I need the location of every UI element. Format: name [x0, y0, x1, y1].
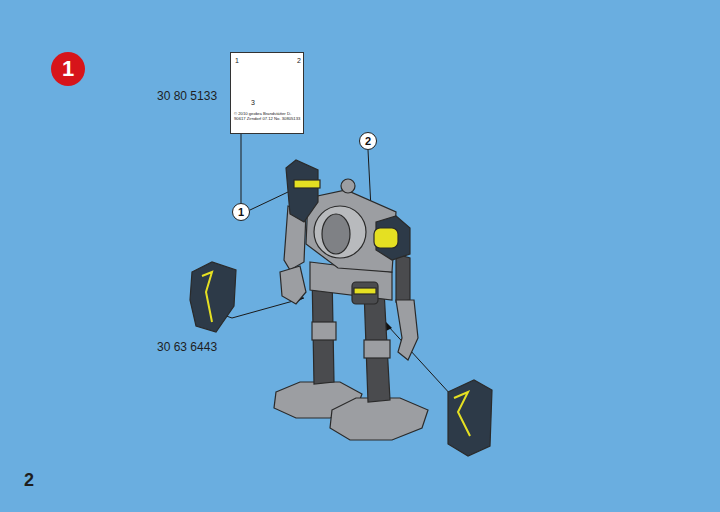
- callout-number: 2: [359, 132, 377, 150]
- sticker-number: 1: [235, 57, 239, 65]
- leader-line: [241, 134, 242, 203]
- part-number: 30 63 6443: [157, 340, 217, 354]
- fine-print: © 2010 geobra Brandstätter D-90617 Zirnd…: [234, 112, 302, 122]
- leader-lines: [215, 150, 470, 396]
- part-number: 30 80 5133: [157, 89, 217, 103]
- number-text: 1: [62, 58, 74, 80]
- sticker-sheet: 1 2 3 © 2010 geobra Brandstätter D-90617 Zi…: [230, 52, 304, 134]
- step-number: 1: [51, 52, 85, 86]
- sticker-number: 2: [297, 57, 301, 65]
- robot: [190, 160, 492, 456]
- number-text: 2: [365, 136, 371, 147]
- page-number: 2: [24, 470, 34, 491]
- sticker-number: 3: [251, 99, 255, 107]
- number-text: 1: [238, 207, 244, 218]
- callout-number: 1: [232, 203, 250, 221]
